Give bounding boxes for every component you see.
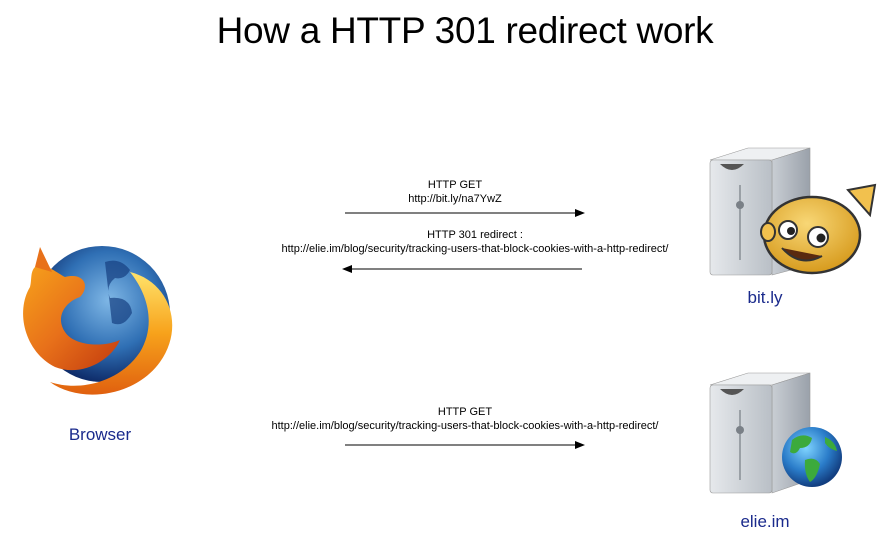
elie-label: elie.im: [740, 512, 790, 531]
arrow-left-2: [342, 264, 582, 274]
server-with-pufferfish-icon: [700, 140, 880, 280]
message-1-label: HTTP GET http://bit.ly/na7YwZ: [355, 178, 555, 206]
message-1-method: HTTP GET: [427, 179, 483, 191]
arrow-right-1: [345, 208, 585, 218]
message-2-label: HTTP 301 redirect : http://elie.im/blog/…: [225, 228, 725, 256]
bitly-label: bit.ly: [747, 288, 783, 307]
server-with-globe-icon: [700, 365, 860, 495]
message-3-label: HTTP GET http://elie.im/blog/security/tr…: [215, 405, 715, 433]
firefox-logo-icon: [10, 232, 185, 404]
message-2-url: http://elie.im/blog/security/tracking-us…: [281, 243, 669, 255]
arrow-right-3: [345, 440, 585, 450]
message-1-url: http://bit.ly/na7YwZ: [408, 193, 502, 205]
message-3-method: HTTP GET: [437, 406, 493, 418]
message-2-status: HTTP 301 redirect :: [427, 229, 523, 241]
message-3-url: http://elie.im/blog/security/tracking-us…: [271, 420, 659, 432]
diagram-title: How a HTTP 301 redirect work: [216, 10, 714, 51]
browser-label: Browser: [68, 425, 132, 444]
